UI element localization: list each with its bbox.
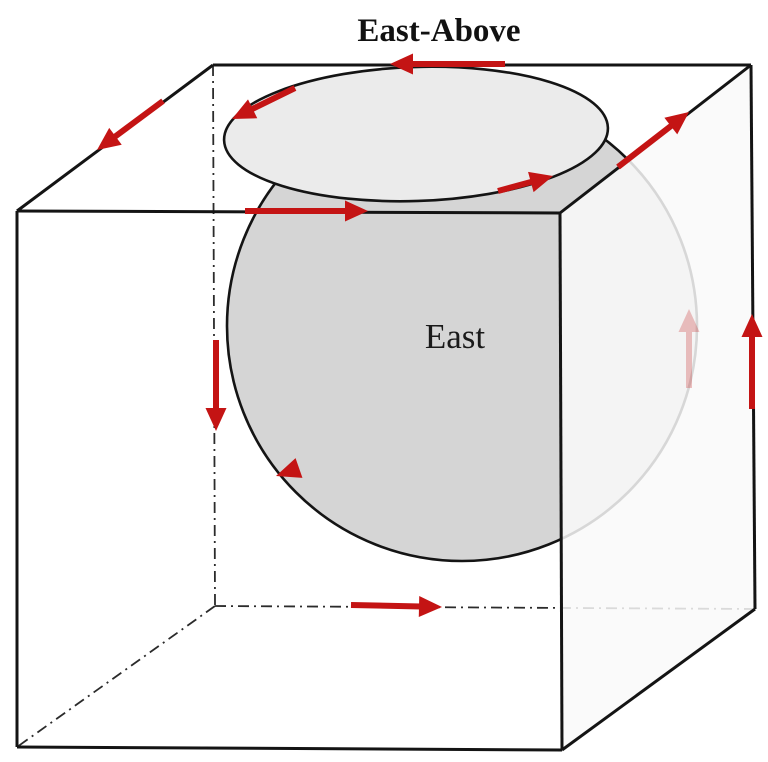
arrow-bottom-back-edge-right-head (418, 595, 442, 617)
arrow-back-right-edge-up-icon (741, 314, 763, 409)
arrow-top-back-edge-left-head (390, 53, 413, 75)
cube-edge-bottom-right-edge (561, 607, 756, 752)
hidden-edge-bottom-left-edge (16, 605, 216, 748)
arrow-ellipse-lower-right-icon (497, 171, 553, 194)
arrow-bottom-back-edge-right-icon (350, 595, 442, 617)
arrow-top-back-edge-left-icon (390, 53, 505, 75)
arrow-ellipse-upper-left-icon (232, 85, 297, 119)
right-face (560, 65, 755, 750)
hidden-edge-back-left-edge (212, 64, 216, 607)
arrow-back-left-edge-down-head (205, 408, 227, 431)
arrowhead-sphere-lower-left-head (276, 458, 303, 478)
cube-edge-front-right-edge (558, 212, 564, 751)
arrow-bottom-back-edge-right-shaft (350, 602, 422, 610)
arrow-back-left-edge-down-icon (205, 340, 227, 431)
arrow-top-left-edge-down-head (97, 127, 122, 150)
cube-edge-front-bottom-edge (16, 745, 563, 752)
arrowhead-sphere-lower-left-icon (276, 458, 303, 478)
arrow-ellipse-upper-left-shaft (249, 85, 297, 113)
hidden-edge-bottom-back-edge (214, 605, 756, 610)
arrow-top-right-edge-up-icon (616, 112, 689, 170)
top-ellipse (222, 65, 610, 203)
arrow-top-left-edge-down-shaft (112, 98, 165, 140)
arrow-top-right-edge-up-shaft (616, 122, 675, 170)
sphere-face-label: East (424, 317, 486, 356)
figure-title: East-Above (357, 13, 521, 49)
arrow-ellipse-lower-right-head (528, 171, 553, 193)
arrow-ellipse-lower-right-shaft (497, 178, 534, 194)
arrow-sphere-right-faded-up-icon (678, 309, 700, 388)
arrow-ellipse-upper-left-head (232, 99, 258, 119)
arrow-front-top-edge-right-head (345, 200, 368, 222)
arrow-top-left-edge-down-icon (97, 98, 165, 150)
arrow-front-top-edge-right-icon (245, 200, 368, 222)
arrow-sphere-right-faded-up-head (678, 309, 700, 332)
arrow-top-right-edge-up-head (664, 112, 689, 135)
arrow-back-right-edge-up-head (741, 314, 763, 337)
